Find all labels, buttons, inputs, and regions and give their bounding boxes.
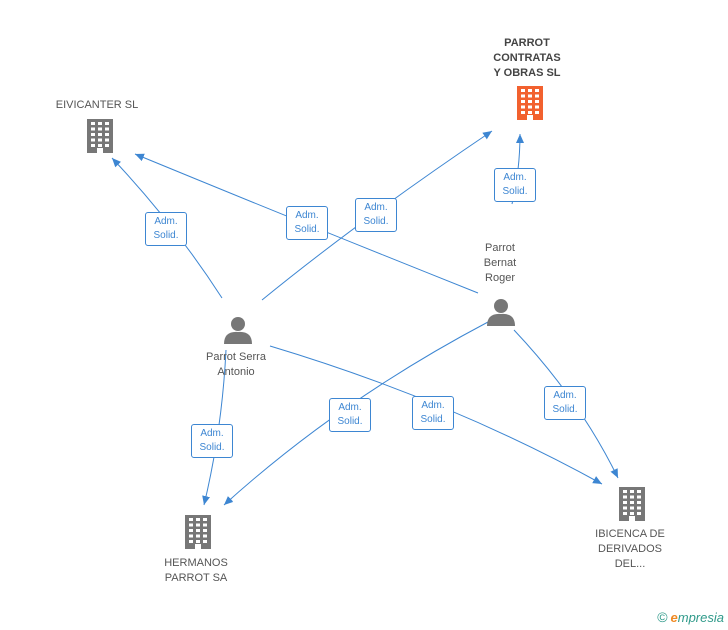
node-label-hermanos-parrot[interactable]: HERMANOS PARROT SA [136,556,256,586]
relation-label-line: Solid. [337,416,363,427]
relation-label-line: Solid. [420,414,446,425]
empresia-logo[interactable]: ©empresia [657,609,724,625]
relation-label[interactable]: Adm. Solid. [191,424,233,458]
node-label-line: Bernat [483,257,517,269]
building-icon [185,515,211,549]
building-icon [87,119,113,153]
relation-label-line: Adm. [503,172,527,183]
node-label-line: IBICENCA DE [595,528,665,540]
node-label-line: Antonio [217,366,255,378]
node-label-line: PARROT SA [164,572,228,584]
relation-label[interactable]: Adm. Solid. [494,168,536,202]
relation-label-line: Solid. [199,442,225,453]
relation-label-line: Solid. [502,186,528,197]
node-label-eivicanter[interactable]: EIVICANTER SL [37,98,157,113]
building-icon [517,86,543,120]
relation-label-line: Adm. [338,402,362,413]
relation-label[interactable]: Adm. Solid. [329,398,371,432]
relation-label[interactable]: Adm. Solid. [412,396,454,430]
node-label-line: DERIVADOS [598,543,662,555]
person-icon [224,317,252,344]
relation-label[interactable]: Adm. Solid. [145,212,187,246]
relation-label[interactable]: Adm. Solid. [286,206,328,240]
relation-label-line: Adm. [200,428,224,439]
relation-label[interactable]: Adm. Solid. [355,198,397,232]
relation-label-line: Adm. [295,210,319,221]
relation-label-line: Adm. [553,390,577,401]
copyright-symbol: © [657,609,668,625]
relation-label[interactable]: Adm. Solid. [544,386,586,420]
relation-label-line: Adm. [421,400,445,411]
node-label-line: CONTRATAS [493,52,561,64]
node-label-line: EIVICANTER SL [55,99,139,111]
person-icon [487,299,515,326]
node-label-line: Parrot Serra [206,351,266,363]
brand-name: mpresia [677,610,724,625]
brand-initial: e [670,610,678,625]
relation-label-line: Adm. [364,202,388,213]
relation-label-line: Solid. [294,224,320,235]
relation-label-line: Adm. [154,216,178,227]
node-label-line: PARROT [504,37,550,49]
relation-label-line: Solid. [552,404,578,415]
relation-label-line: Solid. [363,216,389,227]
node-label-line: Roger [485,272,515,284]
node-label-ibicenca[interactable]: IBICENCA DE DERIVADOS DEL... [570,527,690,572]
node-label-line: Y OBRAS SL [493,67,561,79]
node-label-line: HERMANOS [164,557,228,569]
node-label-line: Parrot [485,242,515,254]
relation-label-line: Solid. [153,230,179,241]
node-label-line: DEL... [614,558,646,570]
building-icon [619,487,645,521]
node-label-parrot-contratas[interactable]: PARROT CONTRATAS Y OBRAS SL [467,36,587,81]
